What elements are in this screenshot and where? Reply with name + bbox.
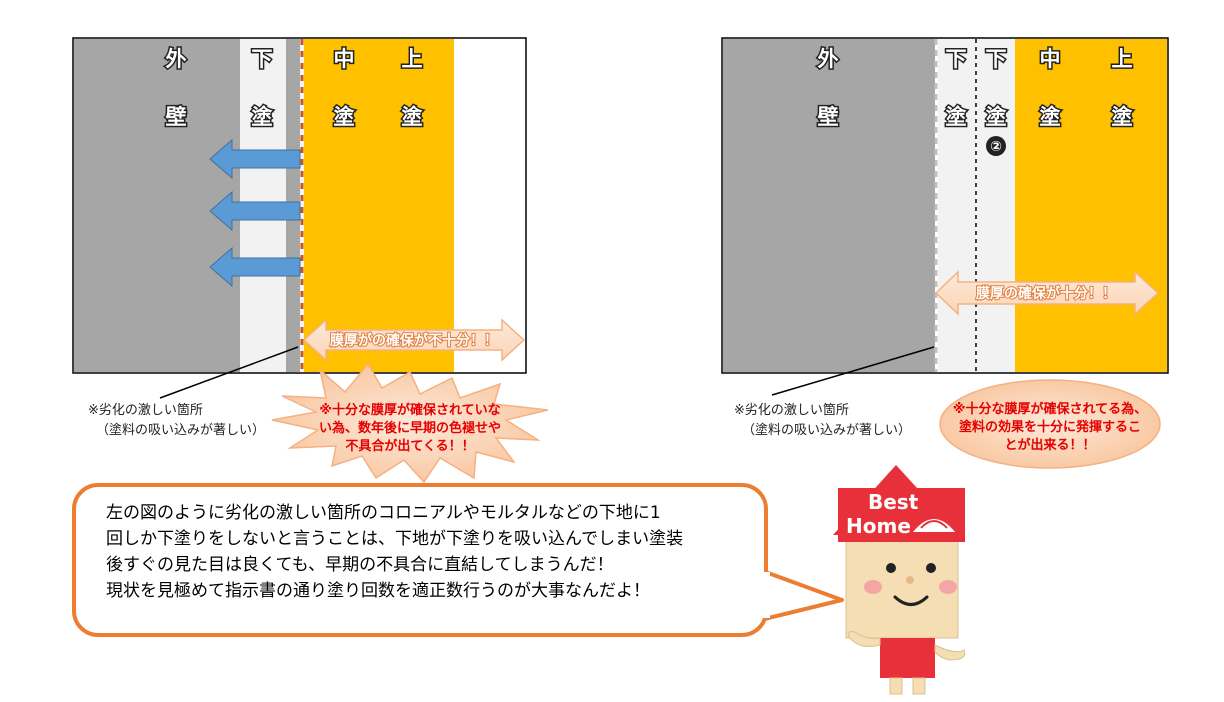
left-wall-layer [74,39,240,372]
mascot-right-leg [912,677,926,695]
mascot-right-cheek [939,580,957,594]
logo-mountain-icon [913,519,955,532]
left-note-line-2: （塗料の吸い込みが著しい） [96,422,265,438]
right-primer-layer-1 [938,39,976,372]
right-band-text: 膜厚の確保が十分！！ [976,285,1116,302]
speech-line: 回しか下塗りをしないと言うことは、下地が下塗りを吸い込んでしまい塗装 [106,529,684,549]
speech-line: 後すぐの見た目は良くても、早期の不具合に直結してしまうんだ！ [106,555,614,575]
mascot: Best Home [833,465,966,695]
right-topcoat-layer [1015,39,1167,372]
left-primer-label-1: 下 [252,47,273,71]
left-diagram: 外 壁 下 塗 中 塗 上 塗 膜厚がの確保が不十分！！ ※劣化の激しい箇所 （… [72,37,549,484]
speech-line: 現状を見極めて指示書の通り塗り回数を適正数行うのが大事なんだよ！ [106,581,650,601]
right-note-line-2: （塗料の吸い込みが著しい） [742,422,911,438]
mascot-left-eye [886,563,896,573]
mascot-face [845,529,959,639]
speech-bubble [72,483,768,637]
left-thickness-band [302,318,526,362]
absorption-arrow-icon [209,190,301,232]
right-primer-layer-2 [977,39,1015,372]
mascot-body [880,638,935,678]
right-thickness-band [934,270,1160,316]
second-coat-badge [986,136,1006,156]
right-primer1-label-2: 塗 [946,105,967,129]
left-wall-label-2: 壁 [166,105,187,129]
left-middle-label-2: 塗 [334,105,355,129]
left-top-label-1: 上 [402,47,423,71]
speech-line: 左の図のように劣化の激しい箇所のコロニアルやモルタルなどの下地に1 [106,503,661,523]
left-alert-line-2: い為、数年後に早期の色褪せや [319,420,501,436]
left-primer-label-2: 塗 [252,105,273,129]
right-primer1-label-1: 下 [946,47,967,71]
left-note-line-1: ※劣化の激しい箇所 [88,402,203,418]
right-top-label-2: 塗 [1112,105,1133,129]
mascot-left-cheek [864,580,882,594]
left-alert-line-3: 不具合が出てくる！！ [345,438,474,454]
right-middle-label-1: 中 [1040,47,1061,71]
left-warning-burst [271,362,549,484]
right-diagram: 外 壁 下 塗 下 塗 ② 中 塗 上 塗 膜厚の確保が十分！！ ※劣化の激しい… [721,37,1169,469]
mascot-left-arm [847,631,881,647]
right-alert-line-2: 塗料の効果を十分に発揮するこ [959,419,1141,435]
left-wall-label-1: 外 [166,47,187,71]
left-band-text: 膜厚がの確保が不十分！！ [330,332,498,349]
right-primer2-label-1: 下 [986,47,1007,71]
mascot-left-leg [889,677,903,695]
right-wall-label-2: 壁 [818,105,839,129]
mascot-right-arm [934,644,966,661]
left-middle-label-1: 中 [334,47,355,71]
right-primer2-label-2: 塗 [986,105,1007,129]
second-coat-badge-text: ② [990,139,1002,155]
absorption-arrow-icon [209,246,301,288]
left-topcoat-layer [304,39,454,372]
logo-arc-icon [920,520,948,529]
left-absorption-arrows [209,138,301,288]
right-wall-label-1: 外 [818,47,839,71]
right-wall-layer [723,39,935,372]
right-alert-line-3: とが出来る！！ [1004,437,1095,453]
left-top-label-2: 塗 [402,105,423,129]
right-alert-line-1: ※十分な膜厚が確保されてる為、 [953,401,1147,417]
left-pointer-line [159,346,299,399]
right-middle-label-2: 塗 [1040,105,1061,129]
mascot-brand-line2: Home [846,514,911,538]
absorption-arrow-icon [209,138,301,180]
right-success-ellipse [939,379,1161,469]
left-thin-strip [300,39,304,372]
mascot-nose [906,576,914,584]
mascot-roof-base [838,488,965,542]
right-note-line-1: ※劣化の激しい箇所 [734,402,849,418]
right-pointer-line [771,346,935,396]
mascot-smile [893,595,929,606]
left-alert-line-1: ※十分な膜厚が確保されていな [319,402,500,418]
speech-text: 左の図のように劣化の激しい箇所のコロニアルやモルタルなどの下地に1 回しか下塗り… [106,500,776,604]
right-top-label-1: 上 [1112,47,1133,71]
mascot-brand-line1: Best [868,490,919,514]
mascot-right-eye [926,563,936,573]
